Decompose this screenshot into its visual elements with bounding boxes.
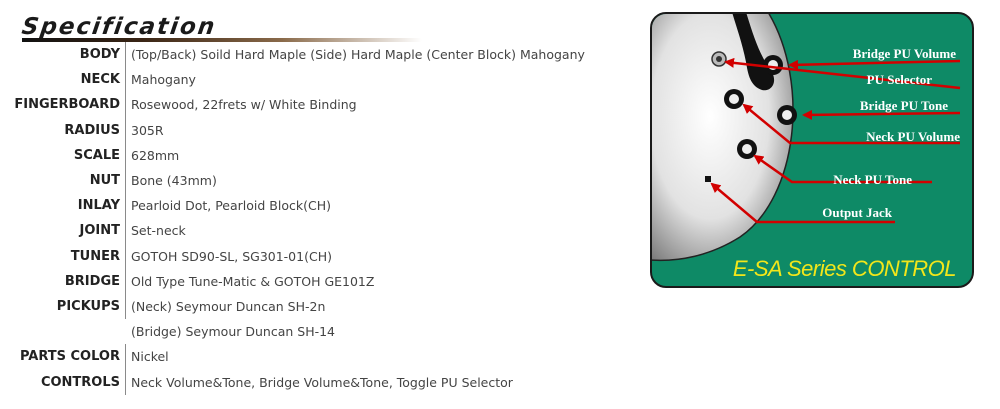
spec-table: BODY (Top/Back) Soild Hard Maple (Side) H…: [0, 42, 640, 395]
spec-values: Pearloid Dot, Pearloid Block(CH): [126, 193, 331, 218]
spec-values: Nickel: [126, 344, 169, 369]
spec-label: JOINT: [0, 218, 126, 244]
spec-value: Old Type Tune-Matic & GOTOH GE101Z: [131, 273, 375, 289]
spec-value: (Neck) Seymour Duncan SH-2n: [131, 299, 326, 315]
control-diagram-svg: Bridge PU Volume PU Selector Bridge PU T…: [650, 12, 974, 288]
spec-value: Mahogany: [131, 72, 196, 88]
control-diagram: Bridge PU Volume PU Selector Bridge PU T…: [650, 12, 974, 288]
label-bridge-pu-tone: Bridge PU Tone: [860, 98, 948, 113]
spec-value: 628mm: [131, 147, 180, 163]
spec-values: Rosewood, 22frets w/ White Binding: [126, 92, 357, 117]
spec-values: Mahogany: [126, 67, 196, 92]
f-hole-shape: [732, 14, 775, 91]
spec-row: TUNER GOTOH SD90-SL, SG301-01(CH): [0, 243, 640, 269]
spec-value: Set-neck: [131, 223, 186, 239]
spec-row: CONTROLS Neck Volume&Tone, Bridge Volume&…: [0, 369, 640, 395]
arrow-output-jack: [710, 182, 895, 224]
spec-label: PARTS COLOR: [0, 344, 126, 370]
spec-values: 305R: [126, 118, 164, 143]
arrow-bridge-pu-tone: [802, 109, 961, 120]
spec-label: TUNER: [0, 243, 126, 269]
spec-row: BRIDGE Old Type Tune-Matic & GOTOH GE101Z: [0, 268, 640, 295]
title-underline: [22, 38, 422, 42]
spec-row: PARTS COLOR Nickel: [0, 344, 640, 370]
spec-row: NUT Bone (43mm): [0, 168, 640, 194]
spec-values: GOTOH SD90-SL, SG301-01(CH): [126, 244, 332, 269]
spec-label: BODY: [0, 42, 126, 68]
spec-value: Neck Volume&Tone, Bridge Volume&Tone, To…: [131, 374, 513, 390]
spec-label: PICKUPS: [0, 294, 126, 320]
spec-row: BODY (Top/Back) Soild Hard Maple (Side) H…: [0, 42, 640, 68]
spec-value: Pearloid Dot, Pearloid Block(CH): [131, 198, 331, 214]
spec-label: INLAY: [0, 193, 126, 219]
spec-values: Bone (43mm): [126, 168, 217, 193]
spec-value: 305R: [131, 122, 164, 138]
spec-title: Specification: [20, 12, 422, 42]
spec-values: 628mm: [126, 143, 179, 168]
arrow-bridge-pu-volume: [788, 59, 961, 70]
output-jack-socket: [705, 176, 711, 182]
spec-row: INLAY Pearloid Dot, Pearloid Block(CH): [0, 193, 640, 219]
pu-selector-switch: [711, 51, 727, 67]
spec-value: (Top/Back) Soild Hard Maple (Side) Hard …: [131, 47, 585, 62]
spec-values: Set-neck: [126, 218, 186, 243]
spec-label: NUT: [0, 168, 126, 194]
spec-values: Neck Volume&Tone, Bridge Volume&Tone, To…: [126, 370, 513, 395]
label-output-jack: Output Jack: [822, 205, 892, 220]
spec-values: Old Type Tune-Matic & GOTOH GE101Z: [126, 269, 374, 294]
callout-arrows: [710, 57, 961, 224]
neck-volume-knob: [724, 89, 744, 109]
spec-label: CONTROLS: [0, 369, 126, 395]
spec-label: SCALE: [0, 142, 126, 169]
arrow-neck-pu-volume: [742, 103, 960, 145]
label-bridge-pu-volume: Bridge PU Volume: [853, 46, 957, 61]
spec-title-text: Specification: [20, 14, 219, 40]
spec-row: PICKUPS (Neck) Seymour Duncan SH-2n (Bridg…: [0, 294, 640, 344]
label-neck-pu-volume: Neck PU Volume: [866, 129, 960, 144]
spec-value: Nickel: [131, 349, 169, 365]
spec-label: FINGERBOARD: [0, 92, 126, 118]
spec-row: FINGERBOARD Rosewood, 22frets w/ White Bi…: [0, 92, 640, 118]
callout-labels: Bridge PU Volume PU Selector Bridge PU T…: [822, 46, 960, 220]
neck-tone-knob: [737, 139, 757, 159]
spec-value: Bone (43mm): [131, 173, 217, 189]
diagram-caption: E-SA Series CONTROL: [733, 256, 956, 281]
bridge-tone-knob: [777, 105, 797, 125]
arrow-pu-selector: [724, 57, 961, 90]
label-neck-pu-tone: Neck PU Tone: [833, 172, 912, 187]
spec-label: NECK: [0, 67, 126, 93]
label-pu-selector: PU Selector: [867, 72, 933, 87]
spec-value: (Bridge) Seymour Duncan SH-14: [131, 324, 336, 340]
spec-value: GOTOH SD90-SL, SG301-01(CH): [131, 248, 332, 264]
spec-values: (Top/Back) Soild Hard Maple (Side) Hard …: [126, 42, 585, 67]
spec-row: RADIUS 305R: [0, 117, 640, 143]
spec-row: JOINT Set-neck: [0, 218, 640, 244]
spec-value: Rosewood, 22frets w/ White Binding: [131, 97, 357, 113]
bridge-volume-knob: [763, 55, 783, 75]
spec-row: SCALE 628mm: [0, 142, 640, 169]
spec-label: BRIDGE: [0, 268, 126, 295]
spec-values: (Neck) Seymour Duncan SH-2n (Bridge) Seym…: [126, 294, 335, 344]
arrow-neck-pu-tone: [753, 154, 932, 184]
spec-label: RADIUS: [0, 117, 126, 143]
spec-row: NECK Mahogany: [0, 67, 640, 93]
